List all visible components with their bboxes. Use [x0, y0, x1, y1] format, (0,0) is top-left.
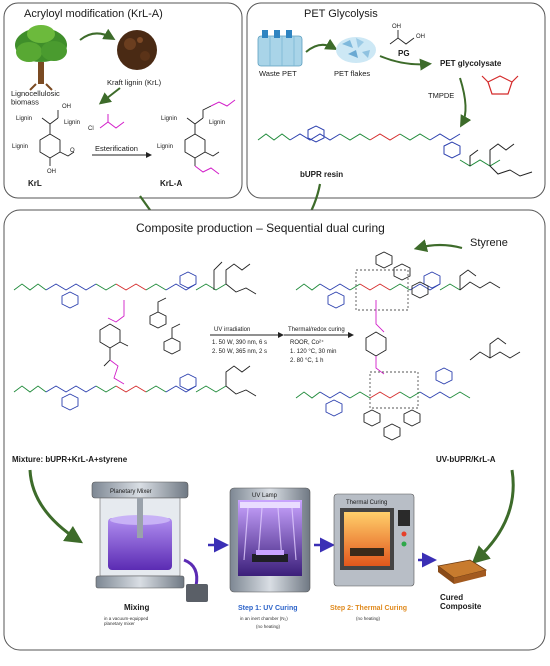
mixer-label: Planetary Mixer [110, 489, 152, 495]
arrow-waste-to-flakes [305, 38, 338, 53]
krla-label: KrL-A [160, 179, 182, 188]
step-uv-curing: Step 1: UV Curing [238, 605, 298, 612]
thermal-oven-icon [333, 493, 415, 587]
arrow-styrene [413, 239, 463, 253]
thermal-catalyst: ROOR, Co²⁺ [290, 339, 324, 346]
krla-lignin-left: Lignin [157, 144, 173, 150]
arrow-to-bupr [459, 77, 472, 128]
arrow-product-to-cured [471, 469, 515, 565]
process-strip: Planetary Mixer UV Lamp [91, 481, 488, 629]
pet-title: PET Glycolysis [304, 8, 378, 20]
krla-acryloyl-bottom [194, 165, 220, 175]
planetary-mixer-icon [91, 481, 208, 602]
right-network [295, 251, 521, 441]
step-uv-note: (no heating) [256, 624, 281, 629]
glycolysate-label: PET glycolysate [440, 59, 502, 68]
kraft-lignin-powder-icon [117, 30, 157, 70]
composite-title: Composite production – Sequential dual c… [136, 221, 385, 235]
bupr-label: bUPR resin [300, 170, 343, 179]
pg-label: PG [398, 49, 410, 58]
waste-pet-label: Waste PET [259, 69, 297, 78]
tree-icon [15, 25, 67, 91]
krl-label: KrL [28, 179, 42, 188]
acryloyl-title: Acryloyl modification (KrL-A) [24, 8, 163, 20]
thermal-label: Thermal/redox curing [288, 327, 345, 333]
krl-methoxy: O [70, 148, 75, 154]
arrow-kraft-down [98, 87, 121, 105]
krl-lignin-right: Lignin [64, 120, 80, 126]
thermal-condition-1: 1. 120 °C, 30 min [290, 349, 336, 355]
krl-lignin-top: Lignin [16, 116, 32, 122]
thermal-curing-label: Thermal Curing [346, 500, 387, 506]
pg-structure [389, 30, 415, 45]
arrow-to-glycolysate [379, 55, 432, 71]
styrene-label: Styrene [470, 237, 508, 249]
step-mixing: Mixing [124, 603, 149, 612]
composite-panel: Composite production – Sequential dual c… [3, 209, 546, 651]
uv-lamp-label: UV Lamp [252, 493, 278, 499]
cured-composite-icon [437, 559, 488, 584]
uv-condition-1: 1. 50 W, 390 nm, 6 s [212, 340, 267, 346]
krla-structure [184, 105, 220, 166]
pg-oh-right: OH [416, 34, 425, 40]
bupr-chain [257, 125, 533, 177]
pg-oh-top: OH [392, 24, 401, 30]
product-label: UV-bUPR/KrL-A [436, 455, 496, 464]
kraft-lignin-label: Kraft lignin (KrL) [107, 78, 162, 87]
maleic-anhydride [481, 75, 519, 95]
krl-oh: OH [62, 104, 71, 110]
arrow-mixture-to-mixer [28, 469, 84, 544]
krla-lignin-right: Lignin [209, 120, 225, 126]
uv-label: UV irradiation [214, 327, 250, 333]
uv-condition-2: 2. 50 W, 365 nm, 2 s [212, 349, 267, 355]
left-network [13, 261, 257, 411]
acryloyl-panel: Acryloyl modification (KrL-A) Lignocellu… [3, 2, 243, 199]
acryloyl-chloride-cl: Cl [88, 126, 94, 132]
pet-bottles-icon [257, 30, 303, 67]
acryloyl-chloride [99, 114, 125, 129]
pet-flakes-icon [336, 37, 376, 63]
krl-oh-bottom: OH [47, 169, 56, 175]
thermal-condition-2: 2. 80 °C, 1 h [290, 358, 323, 364]
step-thermal-curing: Step 2: Thermal Curing [330, 605, 407, 612]
krla-lignin-top: Lignin [161, 116, 177, 122]
uv-chamber-icon [229, 487, 311, 593]
arrow-biomass-to-kraft [79, 28, 116, 41]
pet-flakes-label: PET flakes [334, 69, 370, 78]
step-uv-sub: in an inert chamber (N₂) [240, 616, 288, 621]
pet-panel: PET Glycolysis Waste PET PET flakes O [246, 2, 546, 199]
tmpde-label: TMPDE [428, 91, 454, 100]
krla-acryloyl-top [210, 99, 236, 107]
krl-structure [39, 110, 75, 166]
krl-lignin-left: Lignin [12, 144, 28, 150]
pet-panel-frame [246, 2, 546, 199]
step-thermal-sub: (no heating) [356, 616, 381, 621]
esterification-label: Esterification [95, 144, 138, 153]
mixture-label: Mixture: bUPR+KrL-A+styrene [12, 455, 128, 464]
